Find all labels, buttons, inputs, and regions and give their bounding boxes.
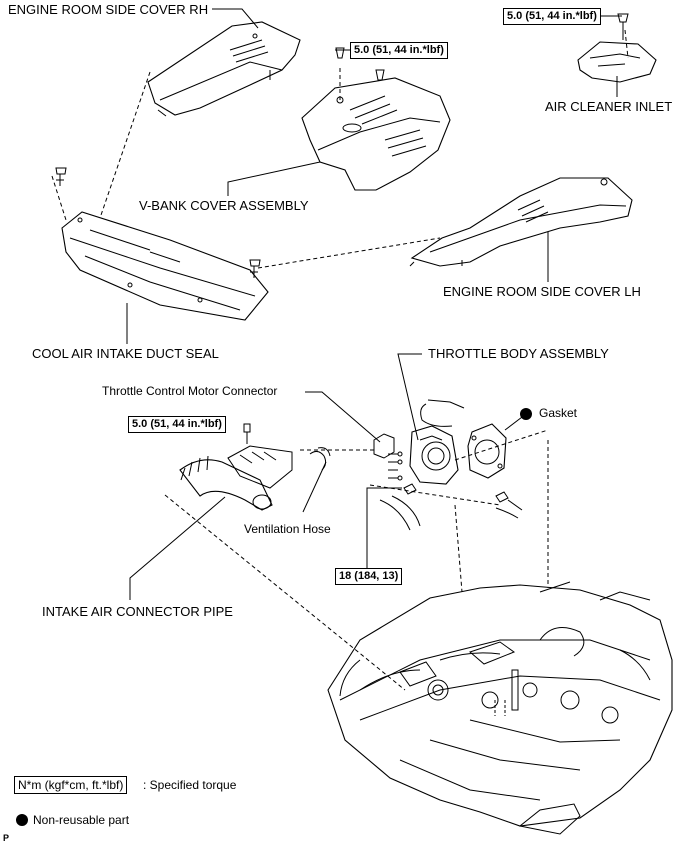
non-reusable-marker-icon: [520, 408, 532, 420]
leader-side-cover-rh: [212, 8, 259, 29]
torque-throttle-body: 18 (184, 13): [335, 568, 403, 585]
leader-tcm-connector: [305, 391, 381, 443]
legend-torque-text: : Specified torque: [143, 778, 237, 792]
label-cool-air-intake-duct-seal: COOL AIR INTAKE DUCT SEAL: [32, 346, 219, 361]
label-engine-room-side-cover-rh: ENGINE ROOM SIDE COVER RH: [8, 2, 209, 17]
leader-throttle-body: [397, 353, 422, 441]
legend-non-reusable-dot-icon: [16, 814, 28, 826]
label-intake-air-connector-pipe: INTAKE AIR CONNECTOR PIPE: [42, 604, 233, 619]
leader-intake-pipe: [129, 496, 226, 600]
leader-throttle-torque: [366, 487, 402, 570]
leader-ventilation-hose: [302, 461, 327, 513]
legend-torque-box: N*m (kgf*cm, ft.*lbf): [14, 776, 128, 794]
label-engine-room-side-cover-lh: ENGINE ROOM SIDE COVER LH: [443, 284, 641, 299]
label-gasket: Gasket: [539, 406, 578, 420]
legend-non-reusable-text: Non-reusable part: [33, 813, 130, 827]
torque-connector-pipe: 5.0 (51, 44 in.*lbf): [128, 416, 226, 433]
label-v-bank-cover-assembly: V-BANK COVER ASSEMBLY: [139, 198, 309, 213]
torque-v-bank-cover: 5.0 (51, 44 in.*lbf): [350, 42, 448, 59]
label-ventilation-hose: Ventilation Hose: [244, 522, 331, 536]
label-air-cleaner-inlet: AIR CLEANER INLET: [545, 99, 673, 114]
label-throttle-control-motor-connector: Throttle Control Motor Connector: [102, 384, 278, 398]
label-throttle-body-assembly: THROTTLE BODY ASSEMBLY: [428, 346, 609, 361]
torque-air-cleaner-inlet: 5.0 (51, 44 in.*lbf): [503, 8, 601, 25]
corner-mark: P: [3, 833, 10, 843]
leader-v-bank: [227, 161, 321, 196]
